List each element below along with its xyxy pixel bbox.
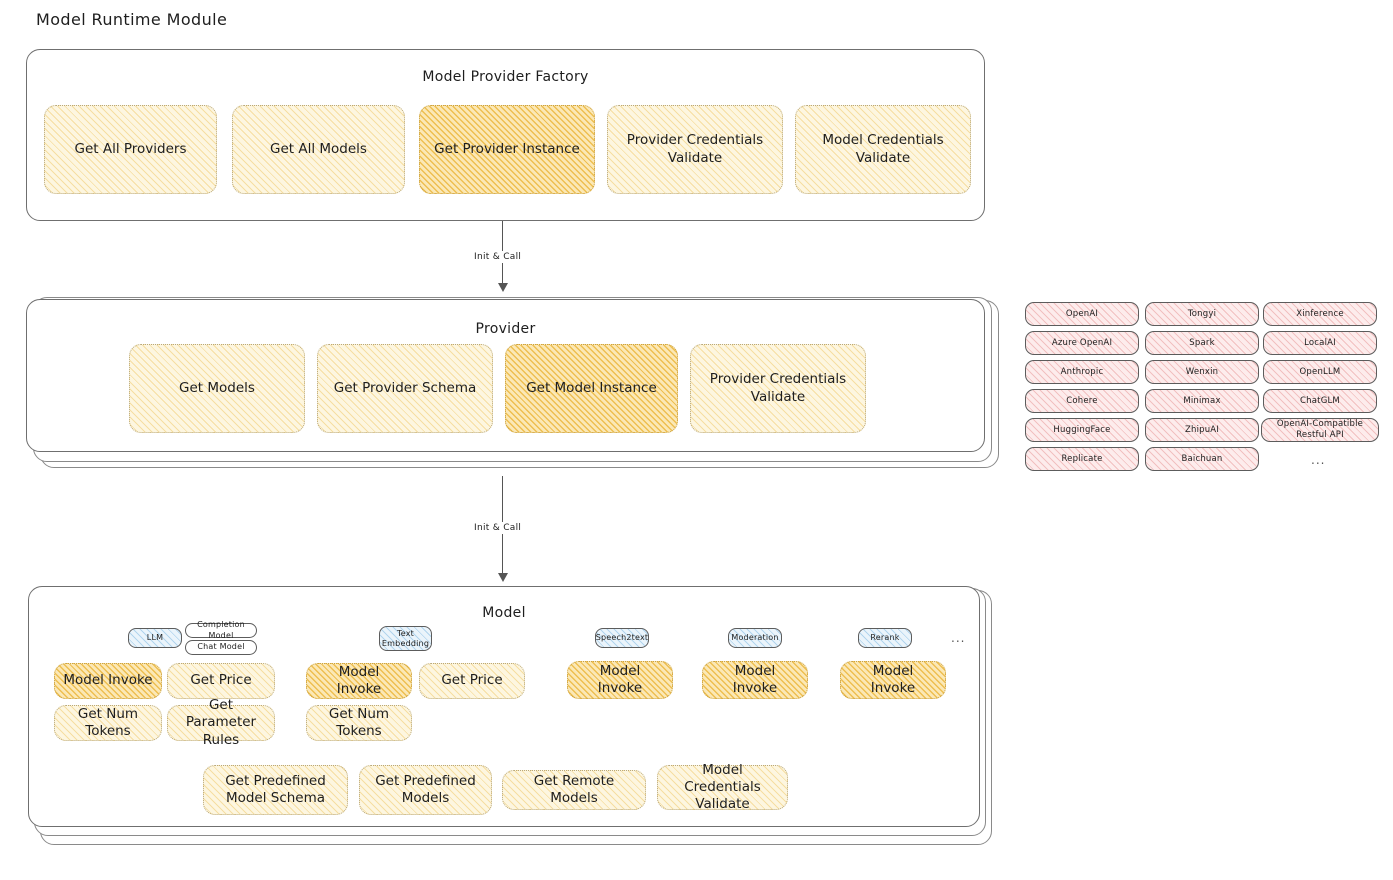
llm-node-get-price[interactable]: Get Price bbox=[167, 663, 275, 699]
provider-chip-wenxin[interactable]: Wenxin bbox=[1145, 360, 1259, 384]
model-title: Model bbox=[482, 605, 526, 621]
model-type-tag-moderation[interactable]: Moderation bbox=[728, 628, 782, 648]
provider-chip-minimax[interactable]: Minimax bbox=[1145, 389, 1259, 413]
provider-chip-replicate[interactable]: Replicate bbox=[1025, 447, 1139, 471]
llm-node-get-num-tokens[interactable]: Get Num Tokens bbox=[54, 705, 162, 741]
provider-title: Provider bbox=[475, 321, 536, 337]
provider-list-more: ... bbox=[1311, 453, 1326, 467]
provider-node-get-models[interactable]: Get Models bbox=[129, 344, 305, 433]
model-types-more: ... bbox=[951, 631, 966, 645]
rerank-node-model-invoke[interactable]: Model Invoke bbox=[840, 661, 946, 699]
model-type-tag-text-embedding[interactable]: Text Embedding bbox=[379, 626, 432, 651]
model-node-get-remote-models[interactable]: Get Remote Models bbox=[502, 770, 646, 810]
text-embedding-node-model-invoke[interactable]: Model Invoke bbox=[306, 663, 412, 699]
provider-chip-openai-compatible-restful-api[interactable]: OpenAI-Compatible Restful API bbox=[1261, 418, 1379, 442]
factory-node-get-all-providers[interactable]: Get All Providers bbox=[44, 105, 217, 194]
provider-chip-baichuan[interactable]: Baichuan bbox=[1145, 447, 1259, 471]
provider-node-get-model-instance[interactable]: Get Model Instance bbox=[505, 344, 678, 433]
model-type-tag-llm[interactable]: LLM bbox=[128, 628, 182, 648]
model-type-tag-speech2text[interactable]: Speech2text bbox=[595, 628, 649, 648]
llm-node-get-parameter-rules[interactable]: Get Parameter Rules bbox=[167, 697, 275, 748]
text-embedding-node-get-price[interactable]: Get Price bbox=[419, 663, 525, 699]
connector-1-label: Init & Call bbox=[470, 251, 526, 263]
factory-title: Model Provider Factory bbox=[422, 69, 589, 85]
provider-chip-openllm[interactable]: OpenLLM bbox=[1263, 360, 1377, 384]
provider-chip-spark[interactable]: Spark bbox=[1145, 331, 1259, 355]
factory-node-get-provider-instance[interactable]: Get Provider Instance bbox=[419, 105, 595, 194]
model-subtag-chat-model[interactable]: Chat Model bbox=[185, 640, 257, 655]
factory-node-get-all-models[interactable]: Get All Models bbox=[232, 105, 405, 194]
connector-2-label: Init & Call bbox=[470, 522, 526, 534]
llm-node-model-invoke[interactable]: Model Invoke bbox=[54, 663, 162, 699]
provider-chip-chatglm[interactable]: ChatGLM bbox=[1263, 389, 1377, 413]
text-embedding-node-get-num-tokens[interactable]: Get Num Tokens bbox=[306, 705, 412, 741]
moderation-node-model-invoke[interactable]: Model Invoke bbox=[702, 661, 808, 699]
model-node-get-predefined-model-schema[interactable]: Get Predefined Model Schema bbox=[203, 765, 348, 815]
model-node-get-predefined-models[interactable]: Get Predefined Models bbox=[359, 765, 492, 815]
provider-node-get-provider-schema[interactable]: Get Provider Schema bbox=[317, 344, 493, 433]
provider-chip-huggingface[interactable]: HuggingFace bbox=[1025, 418, 1139, 442]
provider-chip-tongyi[interactable]: Tongyi bbox=[1145, 302, 1259, 326]
model-type-tag-rerank[interactable]: Rerank bbox=[858, 628, 912, 648]
page-title: Model Runtime Module bbox=[36, 10, 228, 29]
provider-chip-azure-openai[interactable]: Azure OpenAI bbox=[1025, 331, 1139, 355]
factory-node-provider-credentials-validate[interactable]: Provider Credentials Validate bbox=[607, 105, 783, 194]
factory-node-model-credentials-validate[interactable]: Model Credentials Validate bbox=[795, 105, 971, 194]
provider-node-provider-credentials-validate[interactable]: Provider Credentials Validate bbox=[690, 344, 866, 433]
connector-2-arrowhead bbox=[498, 573, 508, 582]
provider-chip-cohere[interactable]: Cohere bbox=[1025, 389, 1139, 413]
provider-chip-zhipuai[interactable]: ZhipuAI bbox=[1145, 418, 1259, 442]
model-node-model-credentials-validate[interactable]: Model Credentials Validate bbox=[657, 762, 788, 812]
provider-chip-anthropic[interactable]: Anthropic bbox=[1025, 360, 1139, 384]
speech2text-node-model-invoke[interactable]: Model Invoke bbox=[567, 661, 673, 699]
model-subtag-completion-model[interactable]: Completion Model bbox=[185, 620, 257, 640]
provider-chip-openai[interactable]: OpenAI bbox=[1025, 302, 1139, 326]
provider-chip-localai[interactable]: LocalAI bbox=[1263, 331, 1377, 355]
provider-chip-xinference[interactable]: Xinference bbox=[1263, 302, 1377, 326]
connector-1-arrowhead bbox=[498, 283, 508, 292]
